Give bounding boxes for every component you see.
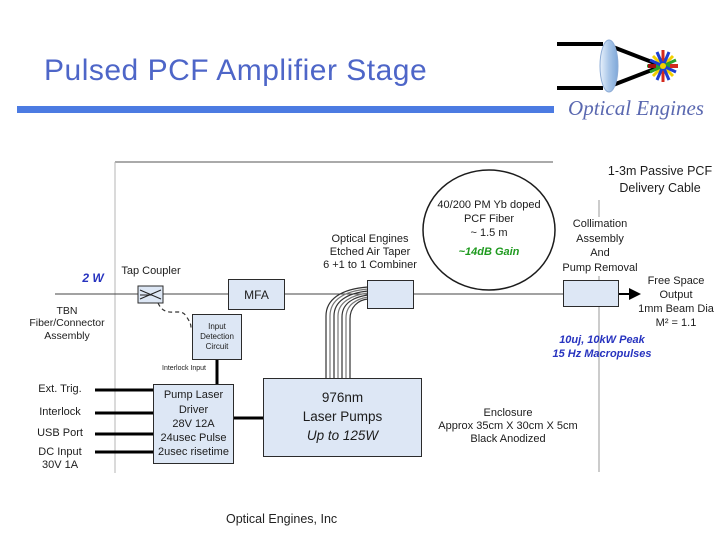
combiner-label: Optical Engines Etched Air Taper 6 +1 to… [323,233,417,272]
dc-input-port-label: DC Input 30V 1A [38,446,82,471]
collimation-box [563,280,619,307]
tap-coupler-label: Tap Coupler [121,265,181,277]
pulse-specs-label: 10uj, 10kW Peak 15 Hz Macropulses [552,334,652,361]
enclosure-label: Enclosure Approx 35cm X 30cm X 5cm Black… [438,407,578,445]
page-title: Pulsed PCF Amplifier Stage [44,54,428,87]
footer-company-name: Optical Engines, Inc [226,512,338,526]
interlock-port-label: Interlock [39,406,81,418]
logo-wordmark: Optical Engines [568,96,704,120]
laser-pumps-box: 976nm Laser Pumps Up to 125W [263,378,422,457]
gain-fiber-label: 40/200 PM Yb doped PCF Fiber ~ 1.5 m ~14… [424,198,554,259]
input-power-label: 2 W [82,271,104,285]
detection-dashed-link [157,302,192,329]
combiner-box [367,280,414,309]
free-space-output-label: Free Space Output 1mm Beam Dia M² = 1.1 [638,275,714,330]
fiber-bundle [325,286,369,378]
input-detection-box: Input Detection Circuit [192,314,242,360]
tbn-assembly-label: TBN Fiber/Connector Assembly [29,305,105,342]
port-connector-lines [95,388,153,454]
logo-lens-icon [557,39,678,93]
ext-trig-port-label: Ext. Trig. [38,383,82,395]
delivery-cable-label: 1-3m Passive PCF Delivery Cable [607,164,713,195]
usb-port-label: USB Port [37,427,83,439]
tap-coupler-symbol [137,285,164,304]
collimation-label: Collimation Assembly And Pump Removal [562,218,638,274]
title-rule-bar [17,106,554,113]
pump-laser-driver-box: Pump Laser Driver 28V 12A 24usec Pulse 2… [153,384,234,464]
interlock-input-label: Interlock Input [162,365,206,372]
gain-value-label: ~14dB Gain [458,246,520,259]
mfa-box: MFA [228,279,285,310]
logo-starburst-icon [647,50,678,82]
